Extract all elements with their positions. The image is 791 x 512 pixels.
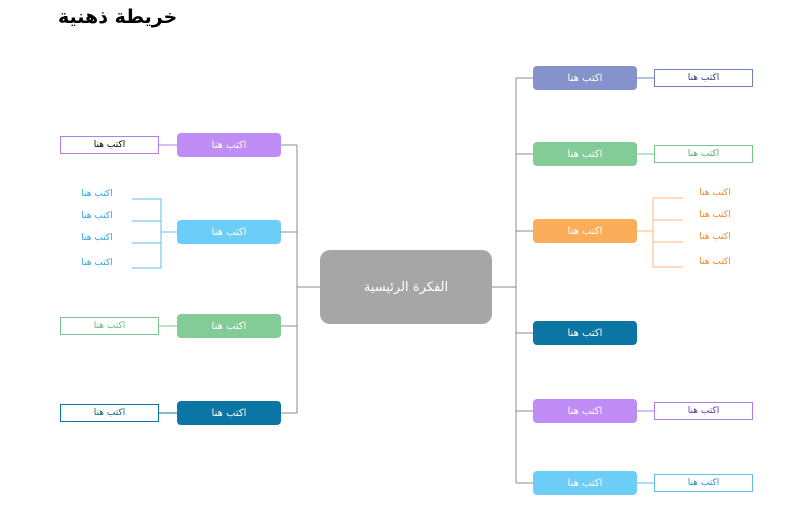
subtopic-box[interactable]: اكتب هنا: [654, 69, 753, 87]
subtopic-box[interactable]: اكتب هنا: [654, 145, 753, 163]
topic-right-5[interactable]: اكتب هنا: [533, 399, 637, 423]
subtopic-label[interactable]: اكتب هنا: [699, 188, 731, 198]
topic-right-1[interactable]: اكتب هنا: [533, 66, 637, 90]
subtopic-label[interactable]: اكتب هنا: [81, 233, 113, 243]
central-idea[interactable]: الفكرة الرئيسية: [320, 250, 492, 324]
subtopic-box[interactable]: اكتب هنا: [60, 136, 159, 154]
page-title: خريطة ذهنية: [58, 6, 178, 28]
subtopic-box[interactable]: اكتب هنا: [60, 317, 159, 335]
subtopic-box[interactable]: اكتب هنا: [654, 402, 753, 420]
topic-right-4[interactable]: اكتب هنا: [533, 321, 637, 345]
subtopic-label[interactable]: اكتب هنا: [81, 189, 113, 199]
topic-right-2[interactable]: اكتب هنا: [533, 142, 637, 166]
subtopic-label[interactable]: اكتب هنا: [81, 258, 113, 268]
subtopic-box[interactable]: اكتب هنا: [60, 404, 159, 422]
topic-left-2[interactable]: اكتب هنا: [177, 220, 281, 244]
subtopic-label[interactable]: اكتب هنا: [699, 210, 731, 220]
topic-left-3[interactable]: اكتب هنا: [177, 314, 281, 338]
topic-right-6[interactable]: اكتب هنا: [533, 471, 637, 495]
topic-right-3[interactable]: اكتب هنا: [533, 219, 637, 243]
topic-left-1[interactable]: اكتب هنا: [177, 133, 281, 157]
subtopic-label[interactable]: اكتب هنا: [699, 232, 731, 242]
subtopic-label[interactable]: اكتب هنا: [699, 257, 731, 267]
subtopic-box[interactable]: اكتب هنا: [654, 474, 753, 492]
topic-left-4[interactable]: اكتب هنا: [177, 401, 281, 425]
subtopic-label[interactable]: اكتب هنا: [81, 211, 113, 221]
